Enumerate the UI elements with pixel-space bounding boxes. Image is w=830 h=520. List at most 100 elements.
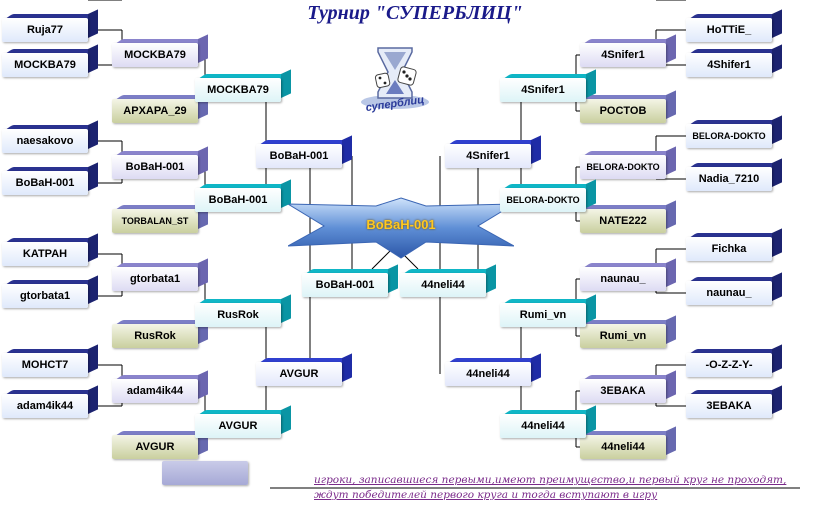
right-r1-box-3-label: BELORA-DOKTO — [686, 124, 772, 148]
right-r3-box-4[interactable]: 44neli44 — [500, 405, 597, 438]
left-r2-box-2-label: APXAPA_29 — [112, 99, 198, 123]
champion-banner — [288, 197, 514, 259]
right-r1-box-7-label: -O-Z-Z-Y- — [686, 353, 772, 377]
right-r1-box-2-label: 4Shifer1 — [686, 53, 772, 77]
left-r2-box-1[interactable]: MOCKBA79 — [112, 34, 209, 67]
left-r2-box-3-label: BoBaH-001 — [112, 155, 198, 179]
info-note-line2: ждут победителей первого круга и тогда в… — [314, 489, 658, 501]
left-r1-box-6[interactable]: gtorbata1 — [2, 275, 99, 308]
left-r1-box-6-label: gtorbata1 — [2, 284, 88, 308]
right-r3-box-4-label: 44neli44 — [500, 414, 586, 438]
left-r3-box-1-label: MOCKBA79 — [195, 78, 281, 102]
left-r4-box-1[interactable]: BoBaH-001 — [256, 135, 353, 168]
right-r1-box-6-label: naunau_ — [686, 281, 772, 305]
right-r2-box-7[interactable]: 3EBAKA — [580, 370, 677, 403]
right-r1-box-6[interactable]: naunau_ — [686, 272, 783, 305]
left-r3-box-4[interactable]: AVGUR — [195, 405, 292, 438]
right-r4-box-2[interactable]: 44neli44 — [445, 353, 542, 386]
left-r1-box-4-label: BoBaH-001 — [2, 171, 88, 195]
left-r1-box-1-label: Ruja77 — [2, 18, 88, 42]
right-r3-box-3[interactable]: Rumi_vn — [500, 294, 597, 327]
left-r1-box-5[interactable]: KATPAH — [2, 233, 99, 266]
right-r2-box-5[interactable]: naunau_ — [580, 258, 677, 291]
left-r1-box-4[interactable]: BoBaH-001 — [2, 162, 99, 195]
left-r2-box-3[interactable]: BoBaH-001 — [112, 146, 209, 179]
right-semifinal-box-label: 44neli44 — [400, 273, 486, 297]
left-r2-box-4-label: TORBALAN_ST — [112, 209, 198, 233]
left-r2-box-5-label: gtorbata1 — [112, 267, 198, 291]
right-r2-box-5-label: naunau_ — [580, 267, 666, 291]
right-r1-box-5[interactable]: Fichka — [686, 228, 783, 261]
left-r2-box-1-label: MOCKBA79 — [112, 43, 198, 67]
info-note-line1: игроки, записавшиеся первыми,имеют преим… — [314, 474, 787, 486]
left-r1-box-5-label: KATPAH — [2, 242, 88, 266]
right-r3-box-3-label: Rumi_vn — [500, 303, 586, 327]
left-r3-box-3-label: RusRok — [195, 303, 281, 327]
left-r2-box-4[interactable]: TORBALAN_ST — [112, 200, 209, 233]
left-r2-box-7-label: adam4ik44 — [112, 379, 198, 403]
right-r2-box-4[interactable]: NATE222 — [580, 200, 677, 233]
left-r2-box-6[interactable]: RusRok — [112, 315, 209, 348]
empty-slot-box[interactable] — [162, 457, 258, 485]
right-r3-box-2-label: BELORA-DOKTO — [500, 188, 586, 212]
left-r4-box-1-label: BoBaH-001 — [256, 144, 342, 168]
left-r3-box-2[interactable]: BoBaH-001 — [195, 179, 292, 212]
left-r2-box-8[interactable]: AVGUR — [112, 426, 209, 459]
left-r3-box-4-label: AVGUR — [195, 414, 281, 438]
right-r1-box-5-label: Fichka — [686, 237, 772, 261]
right-r2-box-1[interactable]: 4Snifer1 — [580, 34, 677, 67]
right-r1-box-2[interactable]: 4Shifer1 — [686, 44, 783, 77]
right-r2-box-4-label: NATE222 — [580, 209, 666, 233]
right-r1-box-1[interactable]: HoTTiE_ — [686, 9, 783, 42]
left-r3-box-3[interactable]: RusRok — [195, 294, 292, 327]
left-r1-box-7[interactable]: MOHCT7 — [2, 344, 99, 377]
left-r1-box-3[interactable]: naesakovo — [2, 120, 99, 153]
page-title: Турнир "СУПЕРБЛИЦ" — [307, 2, 523, 24]
left-r1-box-2-label: MOCKBA79 — [2, 53, 88, 77]
right-r3-box-1[interactable]: 4Snifer1 — [500, 69, 597, 102]
right-r2-box-3[interactable]: BELORA-DOKTO — [580, 146, 677, 179]
right-r3-box-2[interactable]: BELORA-DOKTO — [500, 179, 597, 212]
right-r2-box-8-label: 44neli44 — [580, 435, 666, 459]
right-r2-box-1-label: 4Snifer1 — [580, 43, 666, 67]
right-r2-box-7-label: 3EBAKA — [580, 379, 666, 403]
right-r4-box-2-label: 44neli44 — [445, 362, 531, 386]
right-r4-box-1-label: 4Snifer1 — [445, 144, 531, 168]
right-r1-box-8-label: 3EBAKA — [686, 394, 772, 418]
right-r1-box-4-label: Nadia_7210 — [686, 167, 772, 191]
left-r2-box-2[interactable]: APXAPA_29 — [112, 90, 209, 123]
left-r2-box-8-label: AVGUR — [112, 435, 198, 459]
left-r1-box-8-label: adam4ik44 — [2, 394, 88, 418]
right-r4-box-1[interactable]: 4Snifer1 — [445, 135, 542, 168]
right-r2-box-3-label: BELORA-DOKTO — [580, 155, 666, 179]
left-r1-box-3-label: naesakovo — [2, 129, 88, 153]
left-semifinal-box[interactable]: BoBaH-001 — [302, 264, 399, 297]
right-r1-box-1-label: HoTTiE_ — [686, 18, 772, 42]
left-r1-box-2[interactable]: MOCKBA79 — [2, 44, 99, 77]
left-r1-box-7-label: MOHCT7 — [2, 353, 88, 377]
left-r4-box-2[interactable]: AVGUR — [256, 353, 353, 386]
left-r1-box-1[interactable]: Ruja77 — [2, 9, 99, 42]
left-semifinal-box-label: BoBaH-001 — [302, 273, 388, 297]
left-r1-box-8[interactable]: adam4ik44 — [2, 385, 99, 418]
right-r1-box-8[interactable]: 3EBAKA — [686, 385, 783, 418]
hourglass-dice-logo: суперблиц — [361, 47, 429, 114]
left-r3-box-2-label: BoBaH-001 — [195, 188, 281, 212]
right-r1-box-4[interactable]: Nadia_7210 — [686, 158, 783, 191]
left-r2-box-5[interactable]: gtorbata1 — [112, 258, 209, 291]
right-r2-box-2-label: POCTOB — [580, 99, 666, 123]
right-r2-box-6-label: Rumi_vn — [580, 324, 666, 348]
right-r2-box-2[interactable]: POCTOB — [580, 90, 677, 123]
right-r1-box-7[interactable]: -O-Z-Z-Y- — [686, 344, 783, 377]
right-r1-box-3[interactable]: BELORA-DOKTO — [686, 115, 783, 148]
right-r2-box-6[interactable]: Rumi_vn — [580, 315, 677, 348]
left-r4-box-2-label: AVGUR — [256, 362, 342, 386]
champion-name: BoBaH-001 — [366, 217, 436, 232]
right-r2-box-8[interactable]: 44neli44 — [580, 426, 677, 459]
left-r2-box-7[interactable]: adam4ik44 — [112, 370, 209, 403]
info-note: игроки, записавшиеся первыми,имеют преим… — [314, 473, 819, 503]
right-r3-box-1-label: 4Snifer1 — [500, 78, 586, 102]
left-r3-box-1[interactable]: MOCKBA79 — [195, 69, 292, 102]
right-semifinal-box[interactable]: 44neli44 — [400, 264, 497, 297]
